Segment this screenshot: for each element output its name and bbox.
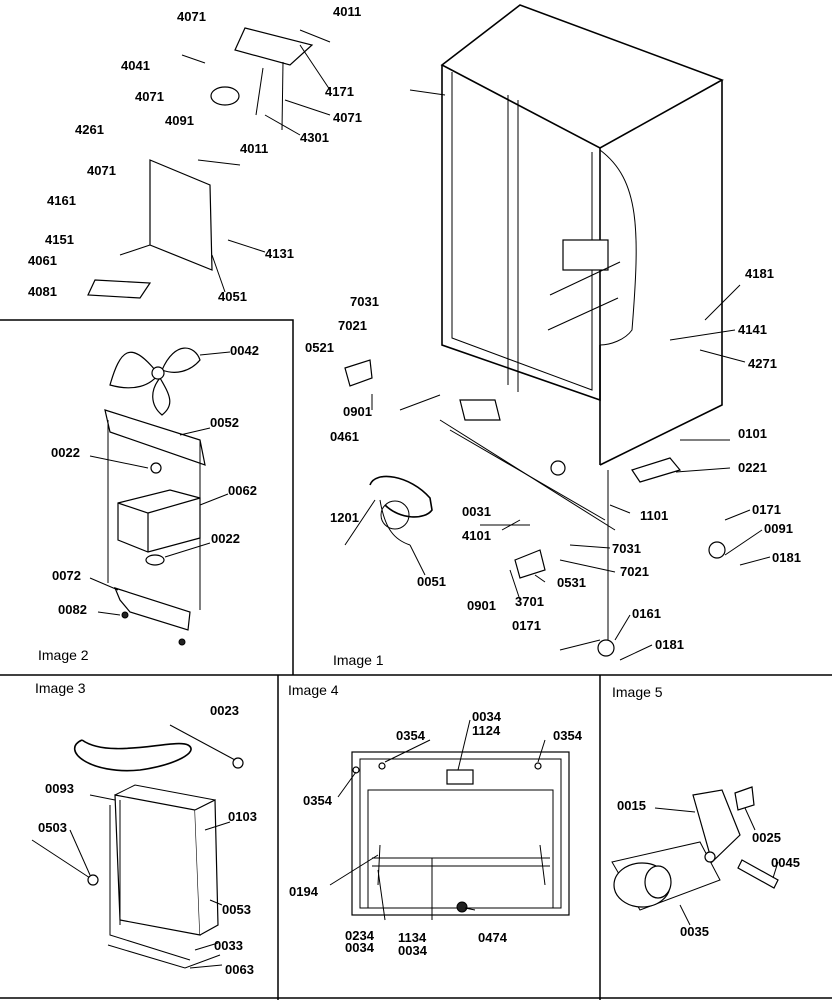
image2-labels: 0042 0052 0022 0062 0022 0072 0082 Image… <box>38 343 259 663</box>
label-4301: 4301 <box>300 130 329 145</box>
image5-labels: 0015 0025 0045 0035 Image 5 <box>612 684 800 939</box>
label-1101: 1101 <box>640 508 668 523</box>
label-0051: 0051 <box>417 574 446 589</box>
label-0474: 0474 <box>478 930 508 945</box>
label-4011: 4011 <box>333 4 361 19</box>
image1-labels: 4071 4011 4041 4171 4071 4091 4071 4301 … <box>28 4 801 668</box>
label-4261: 4261 <box>75 122 104 137</box>
cabinet-drawing <box>344 4 771 661</box>
fan-motor-drawing <box>89 347 231 646</box>
label-0503: 0503 <box>38 820 67 835</box>
label-4051: 4051 <box>218 289 247 304</box>
label-0052: 0052 <box>210 415 239 430</box>
label-3701: 3701 <box>515 594 544 609</box>
label-0015: 0015 <box>617 798 646 813</box>
label-4131: 4131 <box>265 246 294 261</box>
label-0062: 0062 <box>228 483 257 498</box>
label-0354: 0354 <box>396 728 426 743</box>
label-4151: 4151 <box>45 232 74 247</box>
label-0022: 0022 <box>211 531 240 546</box>
label-0181: 0181 <box>772 550 801 565</box>
label-0045: 0045 <box>771 855 800 870</box>
label-0354: 0354 <box>303 793 333 808</box>
label-4071: 4071 <box>135 89 164 104</box>
label-1201: 1201 <box>330 510 359 525</box>
label-0901: 0901 <box>343 404 372 419</box>
label-0234: 0234 <box>345 928 375 943</box>
label-1134: 1134 <box>398 930 427 945</box>
label-0063: 0063 <box>225 962 254 977</box>
label-0221: 0221 <box>738 460 767 475</box>
label-4071: 4071 <box>177 9 206 24</box>
image3-title: Image 3 <box>35 680 86 696</box>
label-0531: 0531 <box>557 575 586 590</box>
image4-labels: 0034 1124 0354 0354 0354 0194 0234 0034 … <box>288 682 583 958</box>
label-0354: 0354 <box>553 728 583 743</box>
image3-labels: 0023 0093 0103 0503 0053 0033 0063 Image… <box>35 680 257 977</box>
label-0034: 0034 <box>472 709 502 724</box>
label-0031: 0031 <box>462 504 491 519</box>
label-0023: 0023 <box>210 703 239 718</box>
label-0521: 0521 <box>305 340 334 355</box>
roller-drawing <box>611 786 779 926</box>
label-7021: 7021 <box>338 318 367 333</box>
label-4101: 4101 <box>462 528 491 543</box>
label-7031: 7031 <box>350 294 379 309</box>
label-0171: 0171 <box>752 502 781 517</box>
label-4081: 4081 <box>28 284 57 299</box>
label-0101: 0101 <box>738 426 767 441</box>
fan-bracket-assembly <box>87 27 331 299</box>
label-4011: 4011 <box>240 141 268 156</box>
label-0082: 0082 <box>58 602 87 617</box>
label-0103: 0103 <box>228 809 257 824</box>
label-0461: 0461 <box>330 429 359 444</box>
label-0091: 0091 <box>764 521 793 536</box>
label-0033: 0033 <box>214 938 243 953</box>
liner-drawing <box>329 719 570 921</box>
label-4091: 4091 <box>165 113 194 128</box>
label-0022: 0022 <box>51 445 80 460</box>
label-0093: 0093 <box>45 781 74 796</box>
image2-title: Image 2 <box>38 647 89 663</box>
label-4071: 4071 <box>87 163 116 178</box>
label-0053: 0053 <box>222 902 251 917</box>
label-4071: 4071 <box>333 110 362 125</box>
panel-frames <box>0 319 832 1000</box>
label-0034: 0034 <box>398 943 428 958</box>
label-0194: 0194 <box>289 884 319 899</box>
image4-title: Image 4 <box>288 682 339 698</box>
label-0034: 0034 <box>345 940 375 955</box>
label-7021: 7021 <box>620 564 649 579</box>
label-0161: 0161 <box>632 606 661 621</box>
label-4061: 4061 <box>28 253 57 268</box>
evaporator-drawing <box>31 724 244 969</box>
label-1124: 1124 <box>472 723 501 738</box>
label-0025: 0025 <box>752 830 781 845</box>
image1-title: Image 1 <box>333 652 384 668</box>
label-4141: 4141 <box>738 322 767 337</box>
label-4161: 4161 <box>47 193 76 208</box>
image5-title: Image 5 <box>612 684 663 700</box>
label-0072: 0072 <box>52 568 81 583</box>
label-0181: 0181 <box>655 637 684 652</box>
label-0171: 0171 <box>512 618 541 633</box>
label-4041: 4041 <box>121 58 150 73</box>
label-7031: 7031 <box>612 541 641 556</box>
label-4171: 4171 <box>325 84 354 99</box>
label-4271: 4271 <box>748 356 777 371</box>
label-0901: 0901 <box>467 598 496 613</box>
label-0035: 0035 <box>680 924 709 939</box>
label-0042: 0042 <box>230 343 259 358</box>
label-4181: 4181 <box>745 266 774 281</box>
